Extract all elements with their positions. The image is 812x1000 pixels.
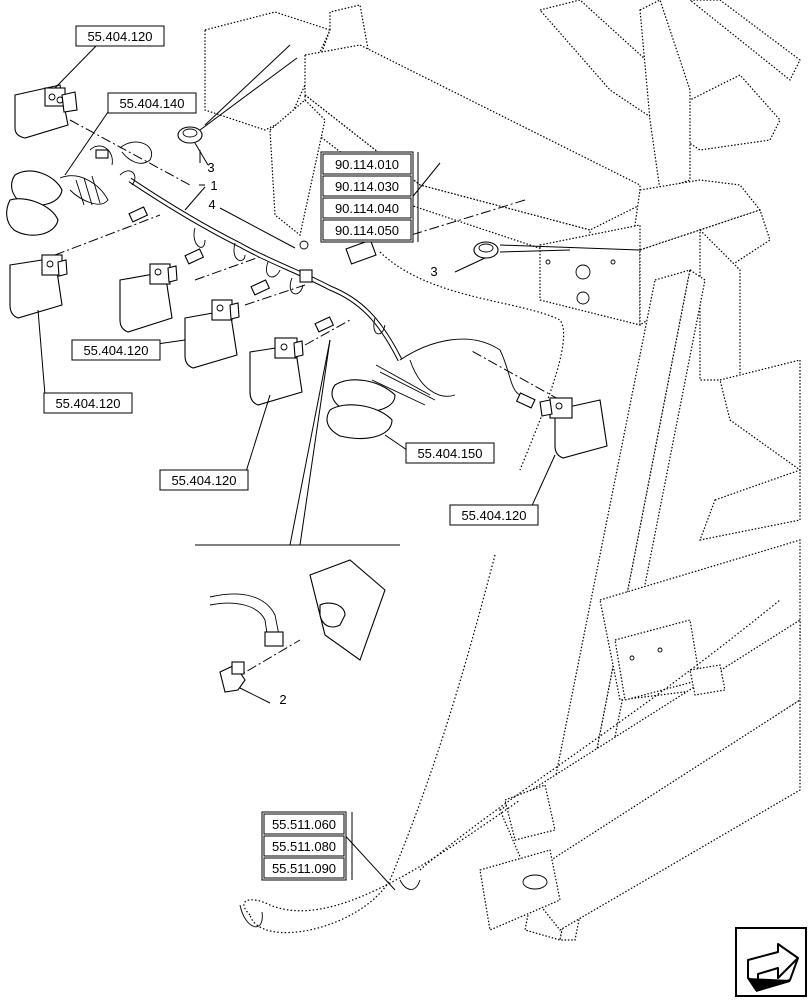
svg-text:55.511.080: 55.511.080 [272, 839, 336, 854]
svg-text:90.114.030: 90.114.030 [335, 179, 399, 194]
item-number-harness: 1 [210, 178, 217, 193]
svg-text:55.404.120: 55.404.120 [83, 343, 148, 358]
item-numbers: 3 1 4 3 2 [199, 150, 438, 707]
svg-text:90.114.040: 90.114.040 [335, 201, 399, 216]
svg-text:55.404.120: 55.404.120 [171, 473, 236, 488]
work-lamp-low [249, 337, 304, 406]
next-page-arrow-icon[interactable] [735, 927, 807, 997]
ref-lamp-mid[interactable]: 55.404.120 [71, 339, 161, 361]
connector-cover-right [326, 379, 396, 439]
leader-lines [37, 43, 556, 891]
item-number-grommet-top: 3 [207, 160, 214, 175]
work-lamp-mid [119, 263, 178, 333]
ref-lamp-left[interactable]: 55.404.120 [43, 392, 133, 414]
wiring-harness [59, 141, 521, 406]
item-number-plug: 2 [279, 692, 286, 707]
ref-lamp-right[interactable]: 55.404.120 [449, 504, 539, 526]
ref-harness-connector[interactable]: 55.404.140 [107, 92, 197, 114]
lamp-cover-top [6, 170, 63, 236]
machine-frame [204, 0, 801, 941]
svg-text:55.404.120: 55.404.120 [55, 396, 120, 411]
ref-lamp-top-left[interactable]: 55.404.120 [75, 25, 165, 47]
work-lamp-top-left [14, 84, 78, 139]
grommet-top [177, 126, 203, 144]
harness-plugs [95, 149, 536, 409]
work-lamp-right [539, 397, 608, 459]
svg-text:55.511.060: 55.511.060 [272, 817, 336, 832]
svg-text:55.404.120: 55.404.120 [87, 29, 152, 44]
ref-lamp-low[interactable]: 55.404.120 [159, 469, 249, 491]
grommet-right [473, 241, 499, 259]
ref-frame-group[interactable]: 90.114.010 90.114.030 90.114.040 90.114.… [320, 151, 419, 243]
svg-text:90.114.010: 90.114.010 [335, 157, 399, 172]
svg-text:55.404.120: 55.404.120 [461, 508, 526, 523]
ref-connector-right[interactable]: 55.404.150 [405, 442, 495, 464]
ref-harness-group[interactable]: 55.511.060 55.511.080 55.511.090 [261, 811, 353, 881]
svg-text:55.511.090: 55.511.090 [272, 861, 336, 876]
item-number-clip: 4 [208, 197, 215, 212]
inset-plug-detail [209, 559, 386, 693]
item-number-grommet-right: 3 [430, 264, 437, 279]
svg-text:90.114.050: 90.114.050 [335, 223, 399, 238]
svg-text:55.404.150: 55.404.150 [417, 446, 482, 461]
work-lamp-lower-mid [184, 299, 240, 369]
harness-routing [239, 251, 781, 934]
work-lamp-left [9, 254, 68, 319]
svg-text:55.404.140: 55.404.140 [119, 96, 184, 111]
